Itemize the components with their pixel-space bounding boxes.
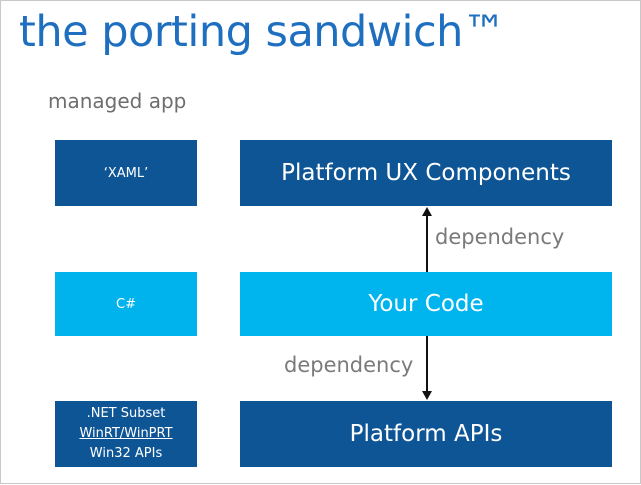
- slide-title: the porting sandwich™: [19, 7, 506, 57]
- lower-arrowhead: [422, 391, 432, 400]
- platform-apis-box: Platform APIs: [240, 401, 612, 467]
- platform-ux-box: Platform UX Components: [240, 140, 612, 206]
- your-code-label: Your Code: [368, 291, 484, 317]
- xaml-label: ‘XAML’: [103, 165, 149, 181]
- net-subset-line: .NET Subset: [86, 406, 166, 421]
- platform-apis-label: Platform APIs: [349, 421, 503, 447]
- managed-app-label: managed app: [48, 89, 187, 113]
- csharp-box: C#: [55, 272, 197, 336]
- upper-dependency-label: dependency: [435, 225, 565, 249]
- csharp-label: C#: [116, 296, 136, 312]
- upper-arrowhead: [422, 207, 432, 216]
- lower-dependency-label: dependency: [284, 353, 414, 377]
- your-code-box: Your Code: [240, 272, 612, 336]
- platform-ux-label: Platform UX Components: [281, 160, 571, 186]
- xaml-box: ‘XAML’: [55, 140, 197, 206]
- winrt-line: WinRT/WinPRT: [79, 426, 173, 441]
- win32-line: Win32 APIs: [89, 446, 163, 461]
- net-subset-box: .NET Subset WinRT/WinPRT Win32 APIs: [55, 401, 197, 467]
